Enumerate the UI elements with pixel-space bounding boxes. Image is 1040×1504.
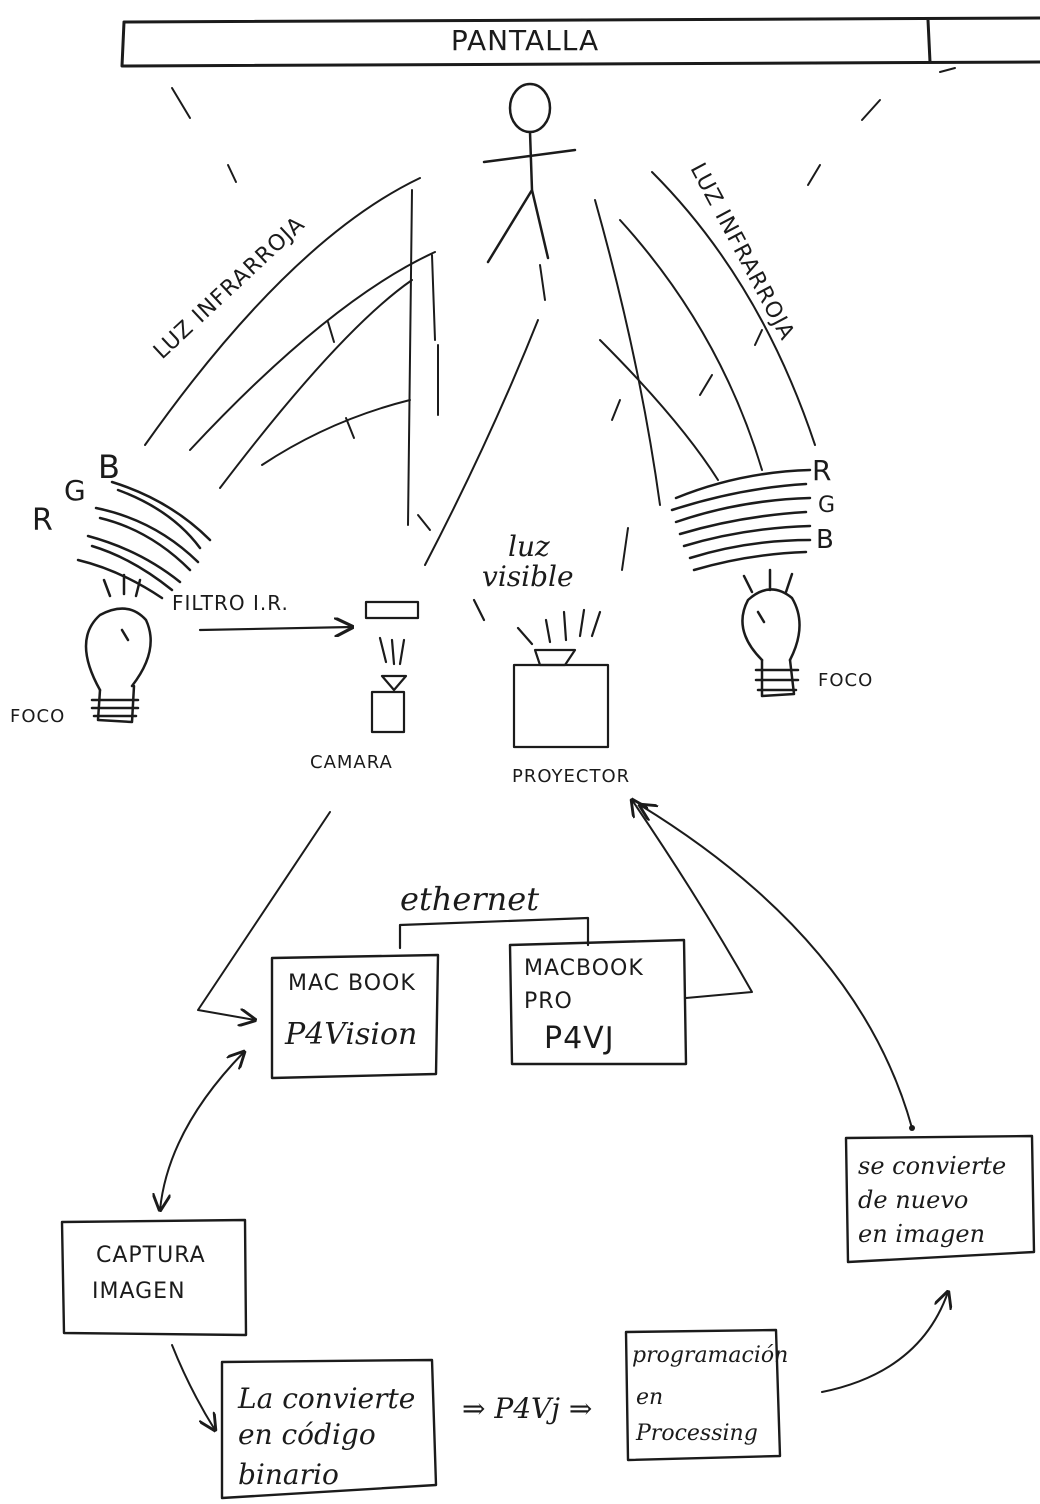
left-filter-r: R [32, 503, 54, 538]
right-bulb-icon [741, 568, 801, 698]
processing-to-image-arrow [821, 1292, 948, 1393]
right-infrared-beam [424, 67, 956, 571]
left-bulb-icon [84, 573, 152, 724]
macbook-pro-box: MACBOOK PRO P4VJ [508, 938, 688, 1066]
processing-line3: Processing [635, 1421, 758, 1446]
camera-to-macbook-arrow [197, 811, 331, 1020]
left-filter-b: B [98, 448, 121, 486]
image-line1: se convierte [858, 1152, 1006, 1180]
macbook-pro-line3: P4VJ [544, 1021, 615, 1056]
filter-label: FILTRO I.R. [172, 591, 289, 615]
projector-label: PROYECTOR [512, 766, 630, 787]
image-to-projector-arrow [640, 805, 913, 1129]
left-infrared-beam [144, 87, 439, 531]
ethernet-line [398, 916, 590, 950]
projector-light-line2: visible [482, 560, 574, 593]
image-box: se convierte de nuevo en imagen [844, 1134, 1036, 1264]
processing-box: programación en Processing [624, 1328, 788, 1462]
capture-box: CAPTURA IMAGEN [60, 1218, 248, 1337]
macbook-to-capture-arrow [160, 1052, 244, 1210]
macbook-pro-line2: PRO [524, 989, 573, 1014]
image-arrow-dot [909, 1125, 915, 1131]
right-rgb-filter [670, 468, 812, 572]
p4vj-step: ⇒ P4Vj ⇒ [462, 1392, 592, 1425]
left-infrared-label: LUZ INFRARROJA [149, 212, 310, 365]
capture-to-binary-arrow [171, 1344, 215, 1430]
macbook-pro-to-projector-arrow [632, 800, 753, 999]
ethernet-label: ethernet [400, 880, 539, 918]
right-bulb-label: FOCO [818, 670, 873, 691]
capture-line1: CAPTURA [96, 1243, 206, 1268]
left-rgb-filter [76, 480, 212, 600]
binary-line3: binario [238, 1458, 339, 1491]
image-line2: de nuevo [858, 1186, 968, 1214]
left-bulb-label: FOCO [10, 706, 65, 727]
binary-line2: en código [238, 1418, 376, 1451]
capture-line2: IMAGEN [92, 1279, 186, 1304]
left-filter-g: G [64, 474, 87, 507]
right-filter-b: B [816, 525, 835, 555]
camera-label: CAMARA [310, 752, 393, 773]
macbook-line1: MAC BOOK [288, 971, 416, 996]
person-figure [482, 82, 577, 264]
projector-icon [472, 598, 610, 749]
screen: PANTALLA [120, 16, 1040, 68]
macbook-pro-line1: MACBOOK [524, 956, 644, 981]
screen-label: PANTALLA [451, 24, 599, 57]
processing-line2: en [636, 1385, 663, 1410]
macbook-box: MAC BOOK P4Vision [270, 953, 440, 1080]
binary-box: La convierte en código binario [220, 1358, 438, 1500]
macbook-line2: P4Vision [284, 1017, 417, 1052]
image-line3: en imagen [858, 1220, 985, 1248]
right-filter-r: R [812, 454, 832, 487]
processing-line1: programación [632, 1343, 788, 1368]
binary-line1: La convierte [237, 1382, 415, 1415]
right-filter-g: G [818, 493, 836, 518]
camera-icon [364, 600, 420, 734]
filter-arrow [198, 627, 352, 630]
right-infrared-label: LUZ INFRARROJA [685, 159, 800, 345]
projector-light-line1: luz [508, 530, 550, 563]
